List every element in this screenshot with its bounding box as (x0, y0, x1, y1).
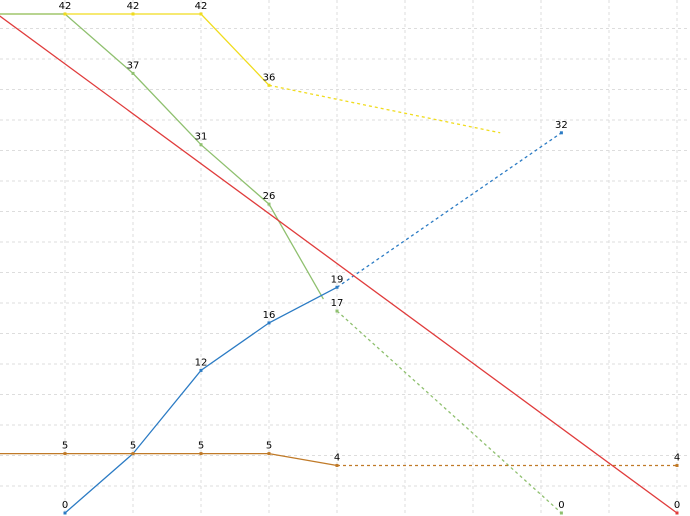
data-label: 4 (334, 452, 340, 463)
data-label: 19 (331, 274, 344, 285)
series-0-projection-line (268, 84, 501, 134)
data-label: 17 (331, 298, 344, 309)
data-point (267, 202, 271, 206)
data-point (335, 463, 339, 467)
data-point (131, 71, 135, 75)
data-label: 4 (674, 452, 680, 463)
data-point (335, 285, 339, 289)
data-point (559, 511, 563, 515)
data-label: 32 (555, 120, 568, 131)
data-label: 42 (127, 1, 140, 12)
data-point (131, 452, 135, 456)
data-label: 5 (62, 441, 68, 452)
data-labels: 2424242363731261700121619325555440 (0, 1, 680, 511)
series-3-line (0, 452, 338, 467)
data-label: 0 (62, 500, 68, 511)
series-1-projection-line (336, 310, 562, 514)
series-2-projection-line (336, 132, 562, 288)
data-label: 16 (263, 310, 276, 321)
data-point (675, 463, 679, 467)
data-label: 31 (195, 132, 208, 143)
data-point (63, 12, 67, 16)
data-label: 5 (198, 441, 204, 452)
series-2-line (64, 286, 338, 514)
data-point (335, 309, 339, 313)
data-point (199, 452, 203, 456)
data-point (199, 143, 203, 147)
data-label: 5 (266, 441, 272, 452)
data-point (63, 511, 67, 515)
data-label: 42 (59, 1, 72, 12)
data-point (63, 452, 67, 456)
data-point (675, 511, 679, 515)
data-label: 42 (195, 1, 208, 12)
data-point (267, 321, 271, 325)
series-points (63, 12, 679, 515)
series-4-line (0, 15, 678, 514)
data-label: 26 (263, 191, 276, 202)
data-point (559, 131, 563, 135)
data-point (131, 12, 135, 16)
data-point (199, 12, 203, 16)
data-label: 0 (558, 500, 564, 511)
data-label: 12 (195, 357, 208, 368)
series-lines (0, 13, 678, 514)
series-1-line (0, 13, 324, 300)
data-point (199, 368, 203, 372)
data-label: 5 (130, 441, 136, 452)
data-label: 0 (674, 500, 680, 511)
data-label: 36 (263, 72, 276, 83)
data-label: 37 (127, 60, 140, 71)
data-point (267, 452, 271, 456)
data-point (267, 83, 271, 87)
